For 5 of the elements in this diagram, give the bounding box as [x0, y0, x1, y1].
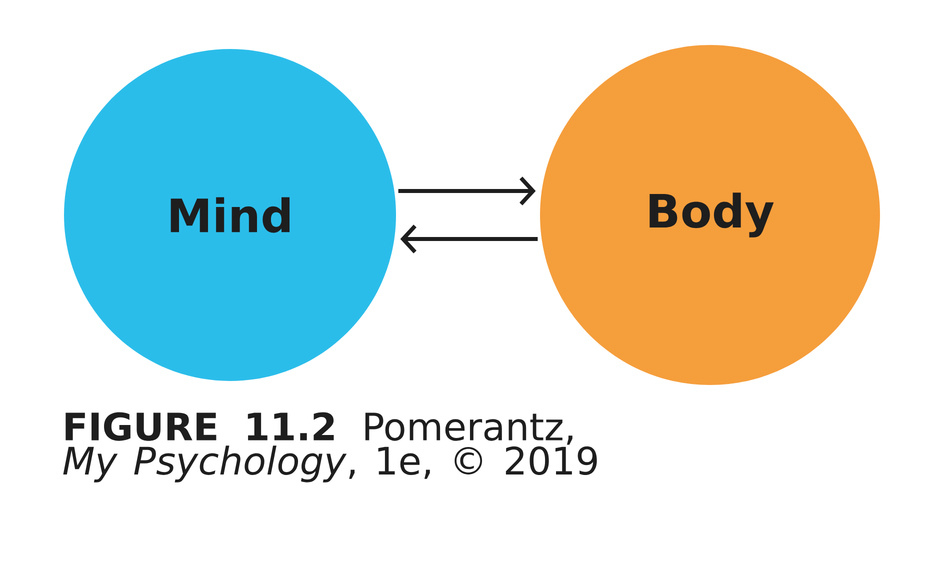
arrow: [400, 224, 538, 254]
figure-caption: FIGURE 11.2 Pomerantz, My Psychology, 1e, © 2019: [63, 412, 597, 482]
circle-node: Mind: [64, 49, 396, 381]
arrow: [398, 176, 536, 206]
circle-node: Body: [540, 45, 880, 385]
